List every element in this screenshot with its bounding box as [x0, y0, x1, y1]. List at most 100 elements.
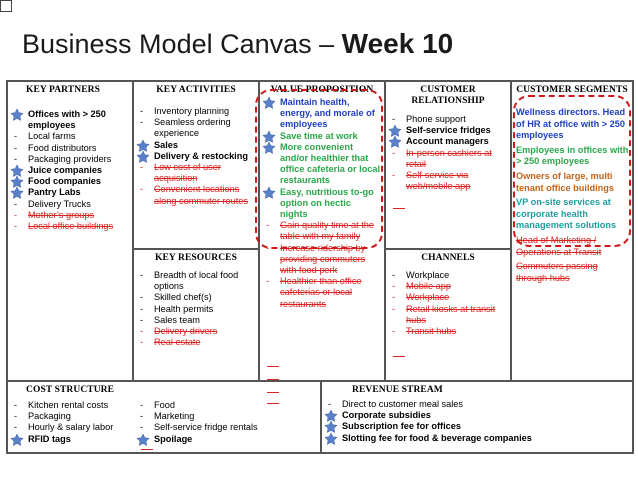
- list-item-text: Packaging: [28, 411, 71, 422]
- list-item-text: Workplace: [406, 292, 450, 303]
- list-item: -Seamless ordering experience: [134, 117, 258, 139]
- list-item: -Convenient locations along commuter rou…: [134, 184, 258, 206]
- bullet-dash: -: [392, 270, 396, 280]
- list-item: -Packaging: [8, 411, 136, 422]
- list-item: Subscription fee for offices: [322, 420, 632, 434]
- list-item-text: Food companies: [28, 176, 101, 187]
- business-model-canvas: KEY PARTNERS Offices with > 250 employee…: [6, 80, 634, 454]
- customer-segments-box: CUSTOMER SEGMENTS Wellness directors. He…: [511, 81, 633, 381]
- list-item: -Mother’s groups: [8, 210, 132, 221]
- red-mark: [267, 392, 279, 393]
- red-mark: [267, 403, 279, 404]
- red-mark: [393, 356, 405, 357]
- segment-building-owners: Owners of large, multi tenant office bui…: [516, 170, 614, 193]
- bullet-dash: -: [14, 400, 18, 410]
- list-item: Juice companies: [8, 164, 132, 178]
- list-item-text: More convenient and/or healthier that of…: [280, 141, 381, 186]
- list-item: More convenient and/or healthier that of…: [260, 141, 384, 187]
- list-item-text: Food distributors: [28, 142, 97, 153]
- customer-segments-header: CUSTOMER SEGMENTS: [516, 85, 628, 95]
- bullet-dash: -: [266, 276, 270, 287]
- star-icon: [324, 431, 338, 446]
- red-mark: [393, 208, 405, 209]
- customer-relationship-header: CUSTOMER RELATIONSHIP: [411, 85, 485, 106]
- list-item: Food companies: [8, 175, 132, 189]
- list-item: -In-person cashiers at retail: [386, 148, 510, 170]
- bullet-dash: -: [140, 270, 144, 280]
- customer-segments-content: Wellness directors. Head of HR at office…: [512, 107, 632, 284]
- checkbox-icon[interactable]: [0, 0, 12, 12]
- title-prefix: Business Model Canvas –: [22, 29, 342, 59]
- list-item-text: Skilled chef(s): [154, 292, 212, 303]
- list-item: -Delivery drivers: [134, 326, 258, 337]
- list-item-text: Local farms: [28, 131, 76, 142]
- list-item: -Real estate: [134, 337, 258, 348]
- segment-commuters: Commuters passing through hubs: [516, 261, 598, 283]
- list-item-text: Hourly & salary labor: [28, 422, 114, 433]
- bullet-dash: -: [14, 422, 18, 433]
- bullet-dash: -: [392, 170, 396, 181]
- key-resources-list: -Breadth of local food options-Skilled c…: [134, 270, 258, 348]
- bullet-dash: -: [140, 162, 144, 173]
- bullet-dash: -: [140, 303, 144, 314]
- list-item-text: Account managers: [406, 136, 489, 147]
- list-item-text: Mother’s groups: [28, 209, 95, 220]
- red-mark: [267, 379, 279, 380]
- list-item-text: In-person cashiers at retail: [406, 147, 492, 169]
- value-proposition-list: Maintain health, energy, and morale of e…: [260, 96, 384, 310]
- star-icon: [10, 432, 24, 447]
- list-item-text: Real estate: [154, 337, 201, 348]
- key-partners-header: KEY PARTNERS: [26, 85, 100, 95]
- bullet-dash: -: [140, 400, 144, 410]
- star-icon: [324, 420, 338, 434]
- list-item: -Food: [134, 400, 322, 411]
- list-item-text: Delivery Trucks: [28, 198, 91, 209]
- star-icon: [136, 432, 150, 447]
- list-item-text: Pantry Labs: [28, 187, 81, 198]
- list-item: -Local office buildings: [8, 221, 132, 232]
- cost-structure-list-1: -Kitchen rental costs-Packaging-Hourly &…: [8, 400, 136, 447]
- channels-box: CHANNELS -Workplace-Mobile app-Workplace…: [385, 249, 511, 381]
- list-item: -Kitchen rental costs: [8, 400, 136, 411]
- list-item-text: Sales: [154, 139, 179, 150]
- list-item: -Mobile app: [386, 281, 510, 292]
- list-item-text: Local office buildings: [28, 221, 114, 232]
- bullet-dash: -: [140, 411, 144, 422]
- list-item-text: Packaging providers: [28, 153, 112, 164]
- list-item-text: Easy, nutritious to-go option on hectic …: [280, 186, 374, 220]
- star-icon: [10, 164, 24, 178]
- bullet-dash: -: [140, 422, 144, 433]
- list-item: Corporate subsidies: [322, 409, 632, 423]
- list-item-text: Save time at work: [280, 130, 358, 141]
- key-resources-box: KEY RESOURCES -Breadth of local food opt…: [133, 249, 259, 381]
- bullet-dash: -: [140, 337, 144, 348]
- bullet-dash: -: [140, 184, 144, 195]
- bullet-dash: -: [392, 281, 396, 292]
- list-item-text: Maintain health, energy, and morale of e…: [280, 97, 375, 130]
- list-item: -Delivery Trucks: [8, 199, 132, 210]
- list-item: Pantry Labs: [8, 186, 132, 200]
- key-resources-header: KEY RESOURCES: [155, 253, 237, 263]
- key-partners-list: Offices with > 250 employees-Local farms…: [8, 108, 132, 232]
- list-item: -Inventory planning: [134, 106, 258, 117]
- list-item-text: Subscription fee for offices: [342, 421, 461, 432]
- list-item: -Health permits: [134, 304, 258, 315]
- bullet-dash: -: [14, 221, 18, 232]
- list-item-text: Self-service fridges: [406, 125, 491, 136]
- cost-structure-header: COST STRUCTURE: [26, 385, 115, 395]
- star-icon: [262, 141, 276, 155]
- list-item: -Self-service via web/mobile app: [386, 170, 510, 192]
- list-item: -Direct to customer meal sales: [322, 399, 632, 410]
- list-item-text: Retail kiosks at transit hubs: [406, 303, 496, 325]
- star-icon: [324, 409, 338, 423]
- bullet-dash: -: [392, 114, 396, 124]
- list-item: -Breadth of local food options: [134, 270, 258, 292]
- list-item: -Low cost of user acquisition: [134, 162, 258, 184]
- list-item-text: Marketing: [154, 411, 195, 422]
- list-item: -Workplace: [386, 270, 510, 281]
- star-icon: [388, 135, 402, 149]
- list-item-text: Inventory planning: [154, 106, 230, 116]
